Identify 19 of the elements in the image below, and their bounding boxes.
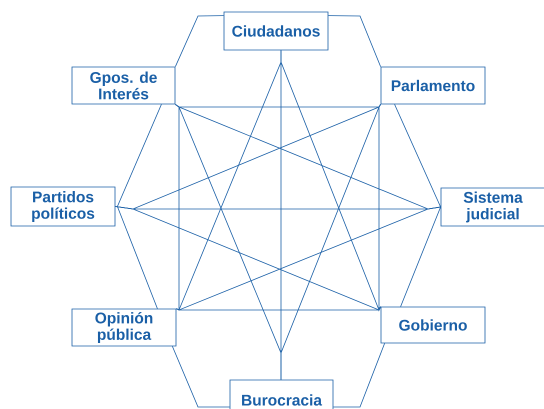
connector-line [117, 206, 158, 309]
connector-line [172, 346, 230, 408]
connector-line [333, 343, 385, 408]
connector-line [328, 15, 381, 67]
connector-line [400, 206, 441, 307]
label-box: Burocracia [230, 380, 334, 409]
connector-line [176, 206, 441, 310]
connector-line [117, 104, 162, 207]
label-box: Opinión pública [72, 308, 176, 346]
label-box: Partidos políticos [10, 186, 116, 226]
connector-line [175, 15, 224, 67]
label-box: Gobierno [380, 306, 486, 344]
connector-line [115, 206, 381, 310]
label-box: Gpos. de Interés [72, 66, 176, 104]
label-box: Parlamento [380, 66, 486, 104]
connector-line [280, 50, 381, 311]
label-box: Ciudadanos [224, 12, 328, 50]
connector-line [394, 104, 441, 208]
label-box: Sistema judicial [440, 188, 544, 226]
